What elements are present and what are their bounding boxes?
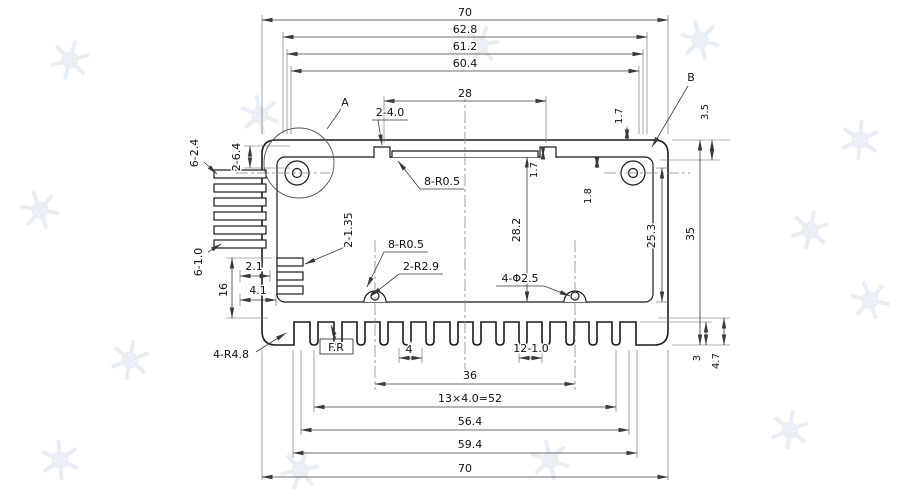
dim-left-2-1-35: 2-1.35 bbox=[342, 212, 355, 247]
dim-bottom-4: 4 bbox=[406, 343, 413, 356]
dim-bottom-overall-70: 70 bbox=[458, 462, 472, 475]
dim-top-61-2: 61.2 bbox=[453, 40, 478, 53]
dim-left-4-1: 4.1 bbox=[249, 284, 267, 297]
dim-bottom-36: 36 bbox=[463, 369, 477, 382]
dim-top-28: 28 bbox=[458, 87, 472, 100]
dim-inner-8-r0-5-top: 8-R0.5 bbox=[424, 175, 460, 188]
dim-right-4-7: 4.7 bbox=[711, 353, 722, 369]
leader-lines bbox=[203, 85, 689, 355]
dimension-lines bbox=[229, 17, 727, 480]
dim-left-16: 16 bbox=[217, 283, 230, 297]
dim-right-3-5: 3.5 bbox=[700, 104, 711, 120]
dim-top-slot-2-4-0: 2-4.0 bbox=[376, 106, 404, 119]
dim-bottom-13x4: 13×4.0=52 bbox=[438, 392, 502, 405]
dim-inner-8-r0-5-bottom: 8-R0.5 bbox=[388, 238, 424, 251]
detail-label-b: B bbox=[687, 71, 695, 84]
left-internal-fins bbox=[276, 257, 304, 295]
profile-geometry bbox=[213, 139, 669, 346]
dim-left-2-6-4: 2-6.4 bbox=[230, 143, 243, 171]
dimension-labels: 70 62.8 61.2 60.4 28 2-4.0 1.7 3.5 A B 2… bbox=[187, 5, 724, 477]
centerlines bbox=[236, 90, 690, 390]
dim-top-62-8: 62.8 bbox=[453, 23, 478, 36]
dim-bottom-59-4: 59.4 bbox=[458, 438, 483, 451]
top-slot-right bbox=[539, 146, 557, 158]
detail-circle-a bbox=[263, 127, 335, 199]
dim-left-6-1-0: 6-1.0 bbox=[192, 248, 205, 276]
fr-label-box bbox=[319, 338, 354, 355]
dim-bottom-4-r4-8: 4-R4.8 bbox=[213, 348, 249, 361]
detail-label-a: A bbox=[341, 96, 349, 109]
dim-right-35: 35 bbox=[684, 227, 697, 241]
dim-left-6-2-4: 6-2.4 bbox=[188, 139, 201, 167]
left-external-fins bbox=[213, 169, 267, 249]
dim-left-2-1: 2.1 bbox=[245, 260, 263, 273]
dim-top-overall-70: 70 bbox=[458, 6, 472, 19]
dim-inner-1-7: 1.7 bbox=[529, 162, 540, 178]
dim-bottom-fr: F.R bbox=[328, 341, 344, 354]
top-slot-left bbox=[373, 146, 391, 158]
dim-inner-1-8: 1.8 bbox=[583, 188, 594, 204]
dim-right-25-3: 25.3 bbox=[645, 224, 658, 249]
dim-inner-2-r2-9: 2-R2.9 bbox=[403, 260, 439, 273]
dim-bottom-56-4: 56.4 bbox=[458, 415, 483, 428]
dim-inner-4-dia2-5: 4-Φ2.5 bbox=[501, 272, 538, 285]
dim-top-step-1-7: 1.7 bbox=[614, 108, 625, 124]
dim-right-3: 3 bbox=[692, 355, 703, 361]
dim-top-60-4: 60.4 bbox=[453, 57, 478, 70]
dim-inner-28-2: 28.2 bbox=[510, 218, 523, 243]
dim-bottom-12-1-0: 12-1.0 bbox=[513, 342, 548, 355]
